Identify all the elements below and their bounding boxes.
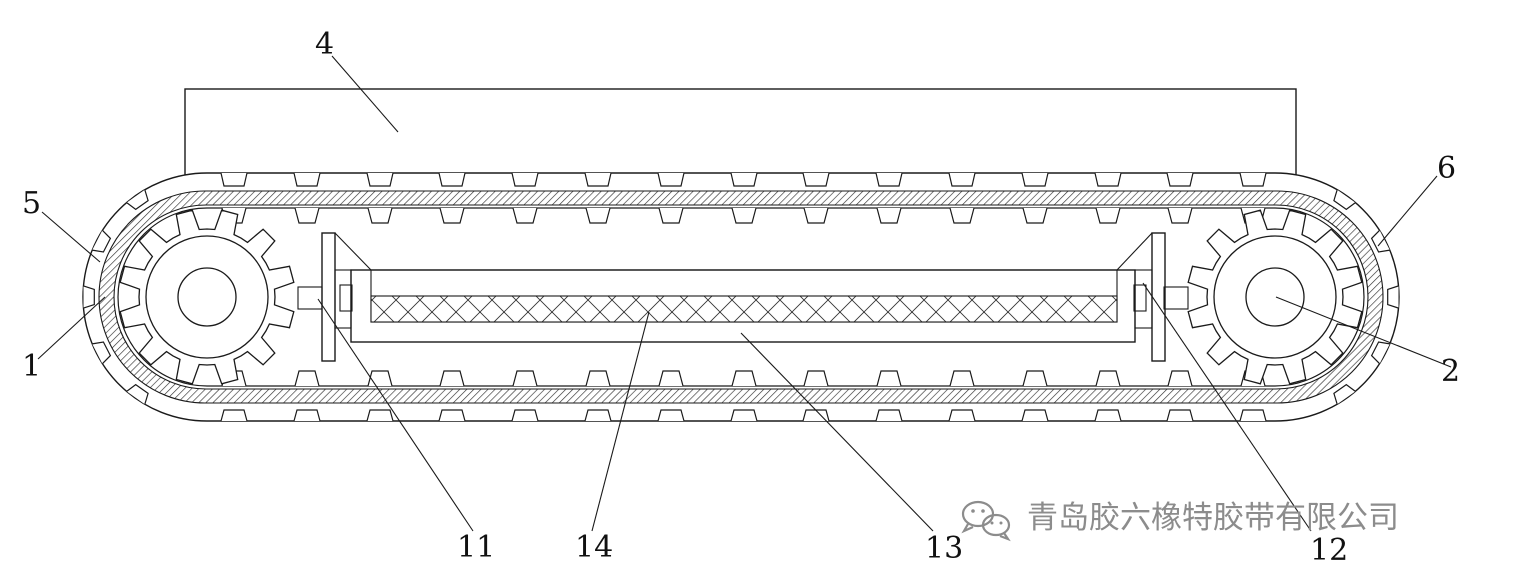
callout-2: 2 [1441, 354, 1460, 389]
inner-tooth [1095, 207, 1121, 224]
end-lug [126, 383, 149, 405]
outer-lug [875, 409, 903, 422]
outer-lug [657, 409, 685, 422]
outer-lug [438, 409, 466, 422]
inner-tooth [294, 207, 320, 224]
inner-tooth [876, 370, 902, 387]
inner-tooth [585, 370, 611, 387]
inner-teeth-top [221, 207, 1266, 224]
end-lug [92, 341, 112, 365]
callout-labels: 4 5 6 1 2 11 14 13 12 [22, 27, 1460, 568]
outer-lug [1239, 172, 1267, 187]
outer-lug [1021, 172, 1049, 187]
inner-tooth [658, 370, 684, 387]
end-lug [1370, 341, 1390, 365]
watermark: 青岛胶六橡特胶带有限公司 [961, 500, 1399, 542]
leader-lines [37, 55, 1452, 532]
inner-tooth [367, 207, 393, 224]
callout-14: 14 [575, 530, 613, 565]
end-lug [1370, 229, 1390, 253]
callout-13: 13 [925, 531, 963, 566]
outer-lug [875, 172, 903, 187]
end-lug [83, 285, 95, 309]
outer-lug [584, 409, 612, 422]
outer-lug [584, 172, 612, 187]
outer-lug [657, 172, 685, 187]
inner-tooth [439, 207, 465, 224]
end-lug [1387, 285, 1399, 309]
outer-lug [511, 172, 539, 187]
outer-lug [730, 409, 758, 422]
outer-lug [1166, 172, 1194, 187]
outer-lug [366, 409, 394, 422]
inner-tooth [731, 370, 757, 387]
end-lug [92, 229, 112, 253]
inner-tooth [731, 207, 757, 224]
wechat-icon [961, 500, 1011, 542]
outer-lug [1239, 409, 1267, 422]
callout-12: 12 [1310, 533, 1348, 568]
inner-tooth [294, 370, 320, 387]
inner-tooth [439, 370, 465, 387]
callout-11: 11 [457, 530, 495, 565]
sprocket-bore [177, 267, 237, 327]
inner-tooth [1167, 370, 1193, 387]
outer-lug [730, 172, 758, 187]
inner-teeth-bottom [221, 370, 1266, 387]
outer-lug [293, 409, 321, 422]
inner-tooth [658, 207, 684, 224]
end-lug [126, 189, 149, 211]
inner-tooth [585, 207, 611, 224]
belt-hatch-outline-inner [113, 204, 1369, 390]
inner-tooth [1095, 370, 1121, 387]
inner-tooth [803, 207, 829, 224]
outer-lug [1094, 409, 1122, 422]
inner-tooth [512, 207, 538, 224]
callout-1: 1 [22, 349, 41, 384]
outer-lugs-bottom [220, 409, 1267, 422]
top-frame-box [184, 88, 1297, 176]
right-sprocket [1187, 209, 1363, 385]
callout-4: 4 [315, 27, 334, 62]
outer-lug [220, 172, 248, 187]
outer-lugs-top [220, 172, 1267, 187]
inner-tooth [876, 207, 902, 224]
inner-tooth [949, 370, 975, 387]
end-lug [1333, 383, 1356, 405]
crosshatch-pad [370, 295, 1118, 323]
inner-tooth [803, 370, 829, 387]
callout-5: 5 [22, 186, 41, 221]
inner-tooth [949, 207, 975, 224]
watermark-text: 青岛胶六橡特胶带有限公司 [1027, 500, 1399, 536]
inner-tooth [1167, 207, 1193, 224]
end-lug [1333, 189, 1356, 211]
outer-lug [511, 409, 539, 422]
outer-lug [802, 172, 830, 187]
outer-lug [438, 172, 466, 187]
outer-lug [293, 172, 321, 187]
inner-tooth [512, 370, 538, 387]
belt-hatch-outline-outer [98, 190, 1384, 404]
outer-lug [948, 172, 976, 187]
callout-6: 6 [1437, 151, 1456, 186]
outer-lug [1166, 409, 1194, 422]
inner-tooth [1022, 370, 1048, 387]
left-sprocket [119, 209, 295, 385]
sprocket-bore [1245, 267, 1305, 327]
outer-lug [1094, 172, 1122, 187]
outer-lug [1021, 409, 1049, 422]
outer-lug [948, 409, 976, 422]
outer-lug [220, 409, 248, 422]
outer-lug [366, 172, 394, 187]
end-lugs [83, 189, 1399, 405]
inner-tooth [1022, 207, 1048, 224]
